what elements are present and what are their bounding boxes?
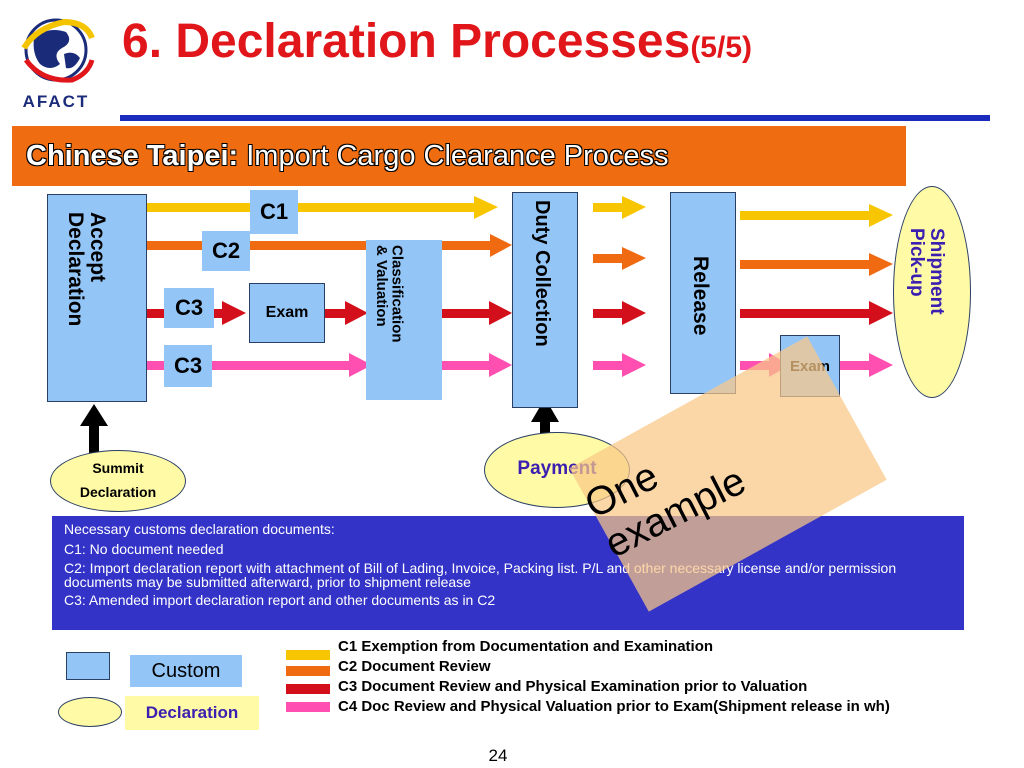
info-c2: C2: Import declaration report with attac… xyxy=(64,560,897,590)
afact-logo xyxy=(14,8,98,120)
title-main: 6. Declaration Processes xyxy=(122,15,691,68)
page-number: 24 xyxy=(488,746,508,765)
duty-collection-box xyxy=(512,192,578,408)
summit-line-1: Summit xyxy=(92,460,144,476)
c1-arrow-row xyxy=(145,196,893,227)
page-title: 6. Declaration Processes(5/5) xyxy=(122,14,752,69)
info-c1: C1: No document needed xyxy=(64,541,224,557)
accept-declaration-box xyxy=(47,194,147,402)
release-box xyxy=(670,192,736,394)
subtitle-lead: Chinese Taipei: xyxy=(26,140,239,172)
c3-label-a: C3 xyxy=(164,288,214,328)
subtitle: Chinese Taipei: Import Cargo Clearance P… xyxy=(26,140,669,173)
legend-declaration-swatch xyxy=(58,697,122,727)
subtitle-bar xyxy=(12,126,906,186)
c1-label: C1 xyxy=(250,190,298,234)
classification-box xyxy=(366,240,442,400)
c2-arrow-row xyxy=(145,234,893,276)
documents-info-panel: Necessary customs declaration documents:… xyxy=(52,516,964,630)
shipment-pickup-oval xyxy=(893,186,971,398)
payment-up-arrow xyxy=(531,398,559,440)
summit-up-arrow xyxy=(80,404,108,453)
legend-c2-text: C2 Document Review xyxy=(338,658,491,675)
subtitle-rest: Import Cargo Clearance Process xyxy=(238,140,669,172)
title-suffix: (5/5) xyxy=(690,31,752,64)
info-heading: Necessary customs declaration documents: xyxy=(64,521,335,537)
legend-c3-text: C3 Document Review and Physical Examinat… xyxy=(338,678,808,695)
legend-c1-swatch xyxy=(286,650,330,660)
legend-declaration-label: Declaration xyxy=(125,696,259,730)
globe-icon xyxy=(21,18,95,83)
legend-custom-swatch xyxy=(66,652,110,680)
legend-c1-text: C1 Exemption from Documentation and Exam… xyxy=(338,638,714,655)
legend-c2-swatch xyxy=(286,666,330,676)
release-label: Release xyxy=(689,256,713,336)
summit-declaration-oval xyxy=(50,450,186,512)
legend-c4-text: C4 Doc Review and Physical Valuation pri… xyxy=(338,698,890,715)
title-rule xyxy=(120,115,990,121)
exam-box-1: Exam xyxy=(249,283,325,343)
duty-collection-label: Duty Collection xyxy=(531,200,553,347)
legend-custom-label: Custom xyxy=(130,655,242,687)
logo-text: AFACT xyxy=(22,92,90,111)
shipment-pickup-label: Shipment Pick-up xyxy=(905,228,947,315)
legend-c3-swatch xyxy=(286,684,330,694)
summit-line-2: Declaration xyxy=(79,484,157,500)
accept-declaration-label: Accept Declaration xyxy=(64,212,110,327)
summit-declaration-label: Summit Declaration xyxy=(50,456,186,504)
legend-c4-swatch xyxy=(286,702,330,712)
c3-label-b: C3 xyxy=(164,345,212,387)
classification-label: Classification & Valuation xyxy=(372,245,406,343)
c2-label: C2 xyxy=(202,231,250,271)
info-c3: C3: Amended import declaration report an… xyxy=(64,592,496,608)
